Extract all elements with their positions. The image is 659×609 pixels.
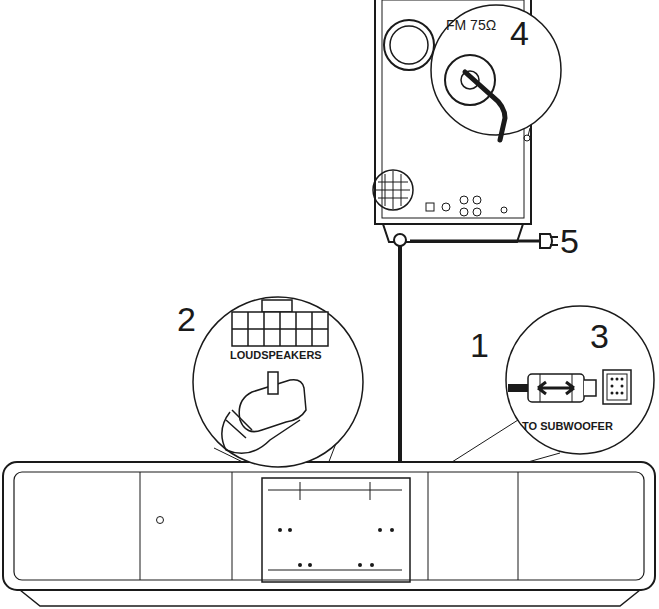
panel-socket — [460, 196, 468, 204]
panel-socket — [442, 203, 450, 211]
loudspeaker-socket — [232, 312, 328, 346]
main-unit-divider — [140, 472, 518, 580]
double-arrow — [538, 382, 574, 394]
callout-number: 4 — [510, 16, 529, 50]
sub-socket-pins — [611, 378, 624, 395]
hand-outline — [222, 412, 300, 453]
connector-panel — [262, 478, 410, 582]
antenna-jack — [445, 55, 495, 105]
plug-wires — [226, 410, 252, 438]
zoom-circle: FM 75Ω 4 — [430, 4, 562, 136]
antenna-jack-core — [461, 71, 479, 89]
callout-number: 1 — [470, 328, 489, 362]
socket-grid — [232, 312, 328, 346]
sub-cable — [508, 384, 528, 392]
socket-label: LOUDSPEAKERS — [230, 350, 322, 361]
zoom-circle: 2LOUDSPEAKERS — [192, 296, 364, 468]
indicator — [157, 517, 164, 524]
jack-label: FM 75Ω — [446, 18, 496, 32]
circle-outline — [505, 305, 655, 455]
plug-body — [239, 380, 306, 432]
sub-socket — [603, 370, 631, 404]
antenna-socket — [524, 135, 530, 141]
main-unit-body — [3, 462, 655, 590]
sub-socket-inner — [607, 374, 627, 400]
woofer-inner — [390, 26, 428, 64]
power-cord — [410, 240, 540, 243]
antenna-wire — [465, 72, 505, 140]
connector-tab — [262, 300, 292, 312]
panel-socket — [473, 196, 481, 204]
panel-socket — [426, 203, 434, 211]
main-unit-stand — [20, 590, 640, 606]
main-unit-frame — [14, 472, 644, 580]
sub-plug — [528, 374, 584, 402]
callout-number: 3 — [590, 319, 609, 353]
plug-latch — [268, 372, 278, 394]
panel-socket — [473, 208, 481, 216]
cable-socket — [394, 234, 406, 246]
woofer-outer — [384, 20, 434, 70]
socket-label: TO SUBWOOFER — [522, 421, 613, 432]
sub-plug-tip — [584, 380, 596, 396]
sub-plug-ribs — [540, 374, 572, 402]
zoom-circle: 3 TO SUBWOOFER — [505, 305, 655, 455]
power-plug — [540, 234, 558, 248]
circle-outline — [192, 296, 364, 468]
panel-socket — [501, 207, 507, 213]
callout-number: 5 — [560, 224, 579, 258]
fan-grille — [373, 170, 413, 210]
connector-panel-detail — [268, 482, 402, 570]
fan-bars — [376, 171, 410, 209]
panel-socket — [460, 208, 468, 216]
callout-number: 2 — [177, 302, 196, 336]
